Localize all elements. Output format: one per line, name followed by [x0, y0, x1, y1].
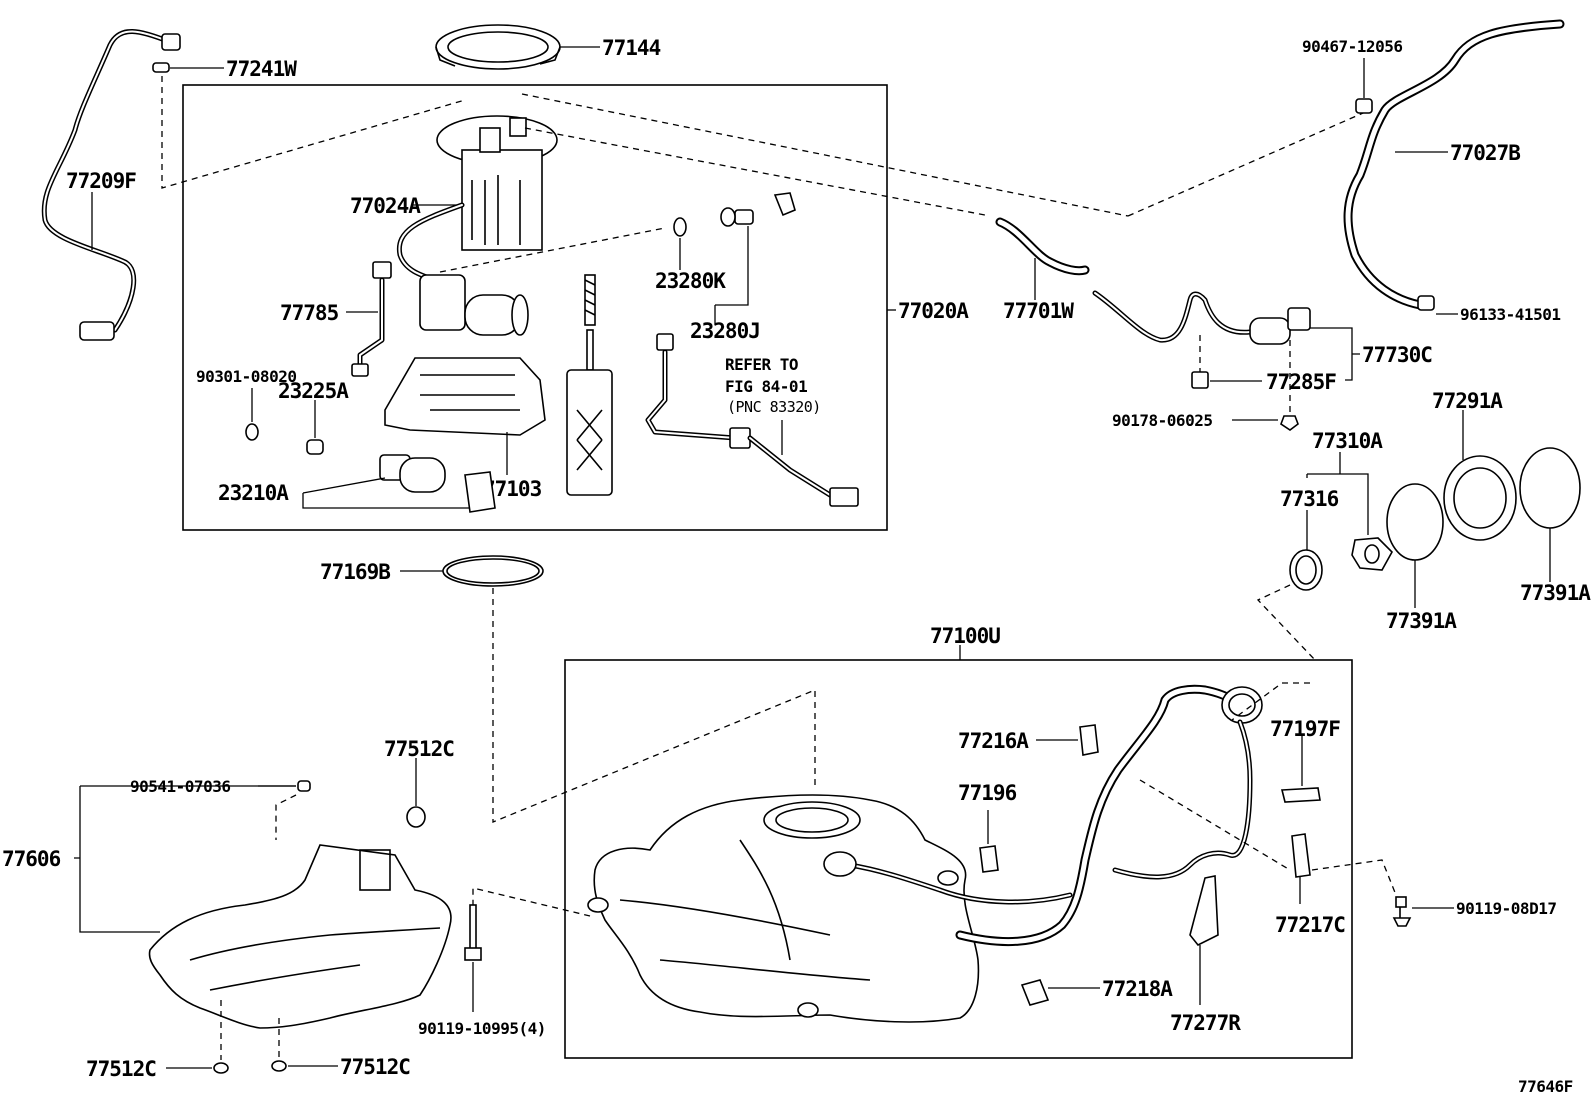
part-90119-10995-bolt[interactable] [464, 904, 482, 961]
part-77197F-clamp[interactable] [1280, 787, 1321, 803]
label-23225A: 23225A [278, 379, 349, 403]
part-77785-sender-wire[interactable] [351, 261, 392, 377]
label-77701W: 77701W [1003, 299, 1074, 323]
fuel-tank-assembly-box [564, 659, 1353, 1059]
part-90467-12056-clip[interactable] [1355, 98, 1373, 114]
label-77391A-left: 77391A [1386, 609, 1457, 633]
part-77241W-clip[interactable] [152, 62, 170, 73]
part-23225A-filter[interactable] [306, 439, 324, 455]
label-77391A-right: 77391A [1520, 581, 1591, 605]
part-77512C-plug-top[interactable] [406, 806, 426, 828]
label-77100U: 77100U [930, 624, 1000, 648]
fuel-pump-assembly-box [182, 84, 888, 531]
label-refer-fig: FIG 84-01 [725, 377, 807, 396]
part-77730C-vent-line[interactable] [1092, 290, 1311, 345]
label-23280J: 23280J [690, 319, 760, 343]
part-77103-pump-housing[interactable] [384, 357, 546, 436]
label-90541-07036: 90541-07036 [130, 777, 230, 796]
part-77310A-cap[interactable] [1351, 537, 1393, 571]
part-77216A-clamp[interactable] [1079, 724, 1099, 756]
label-77512C-bottom-right: 77512C [340, 1055, 410, 1079]
part-90119-08D17-bolt[interactable] [1392, 896, 1412, 927]
label-refer-to: REFER TO [725, 355, 798, 374]
label-77316: 77316 [1280, 487, 1339, 511]
label-refer-pnc: (PNC 83320) [727, 398, 821, 416]
label-77512C-bottom-left: 77512C [86, 1057, 156, 1081]
label-90467-12056: 90467-12056 [1302, 37, 1402, 56]
label-77291A: 77291A [1432, 389, 1503, 413]
label-77785: 77785 [280, 301, 339, 325]
label-77144: 77144 [602, 36, 661, 60]
part-23280J-valve[interactable] [720, 192, 796, 227]
label-77277R: 77277R [1170, 1011, 1241, 1035]
figure-code: 77646F [1518, 1077, 1573, 1096]
label-77169B: 77169B [320, 560, 390, 584]
label-77512C-top: 77512C [384, 737, 454, 761]
part-90541-07036-clip[interactable] [297, 780, 311, 792]
label-77241W: 77241W [226, 57, 297, 81]
label-77218A: 77218A [1102, 977, 1173, 1001]
label-90301-08020: 90301-08020 [196, 367, 296, 386]
label-96133-41501: 96133-41501 [1460, 305, 1560, 324]
label-23210A: 23210A [218, 481, 289, 505]
part-sender-gauge-wire[interactable] [645, 333, 859, 507]
part-77285F-clamp[interactable] [1191, 371, 1209, 389]
part-77316-ring[interactable] [1289, 549, 1323, 591]
label-90119-10995: 90119-10995(4) [418, 1019, 546, 1038]
part-77209F-hose[interactable] [41, 29, 181, 341]
part-77391A-gasket-right[interactable] [1519, 447, 1581, 529]
part-77391A-gasket-left[interactable] [1386, 483, 1444, 561]
label-77216A: 77216A [958, 729, 1029, 753]
label-77024A: 77024A [350, 194, 421, 218]
part-77169B-gasket[interactable] [442, 555, 544, 587]
label-77209F: 77209F [66, 169, 136, 193]
label-77196: 77196 [958, 781, 1017, 805]
label-23280K: 23280K [655, 269, 726, 293]
part-filler-pipe[interactable] [823, 684, 1263, 946]
part-77027B-breather-hose[interactable] [1343, 19, 1565, 311]
part-23280K-o-ring[interactable] [673, 217, 687, 237]
part-90301-08020-o-ring[interactable] [245, 423, 259, 441]
part-77606-heat-insulator[interactable] [148, 844, 452, 1029]
part-77144-retainer-ring[interactable] [435, 24, 561, 70]
label-77730C: 77730C [1362, 343, 1432, 367]
label-77285F: 77285F [1266, 370, 1336, 394]
part-77512C-plug-bottom-left[interactable] [213, 1062, 229, 1074]
part-77024A-pump-bracket[interactable] [436, 115, 558, 251]
part-77512C-plug-bottom-right[interactable] [271, 1060, 287, 1072]
label-90119-08D17: 90119-08D17 [1456, 899, 1556, 918]
label-77606: 77606 [2, 847, 61, 871]
part-77218A-protector[interactable] [1020, 979, 1050, 1006]
part-77217C-bracket[interactable] [1291, 833, 1311, 878]
part-77196-clip[interactable] [979, 845, 999, 873]
part-suction-filter[interactable] [566, 274, 613, 496]
label-77020A: 77020A [898, 299, 969, 323]
part-23210A-fuel-pump[interactable] [379, 454, 496, 513]
part-fuel-pump-motor[interactable] [396, 202, 529, 336]
label-77310A: 77310A [1312, 429, 1383, 453]
label-77197F: 77197F [1270, 717, 1340, 741]
part-77291A-filler-pipe-base[interactable] [1443, 455, 1517, 541]
part-77277R-bracket[interactable] [1189, 875, 1219, 947]
part-77701W-hose[interactable] [995, 217, 1090, 276]
label-77217C: 77217C [1275, 913, 1345, 937]
label-77027B: 77027B [1450, 141, 1520, 165]
part-77100U-fuel-tank[interactable] [587, 794, 980, 1023]
label-90178-06025: 90178-06025 [1112, 411, 1212, 430]
part-90178-06025-nut[interactable] [1280, 415, 1299, 431]
